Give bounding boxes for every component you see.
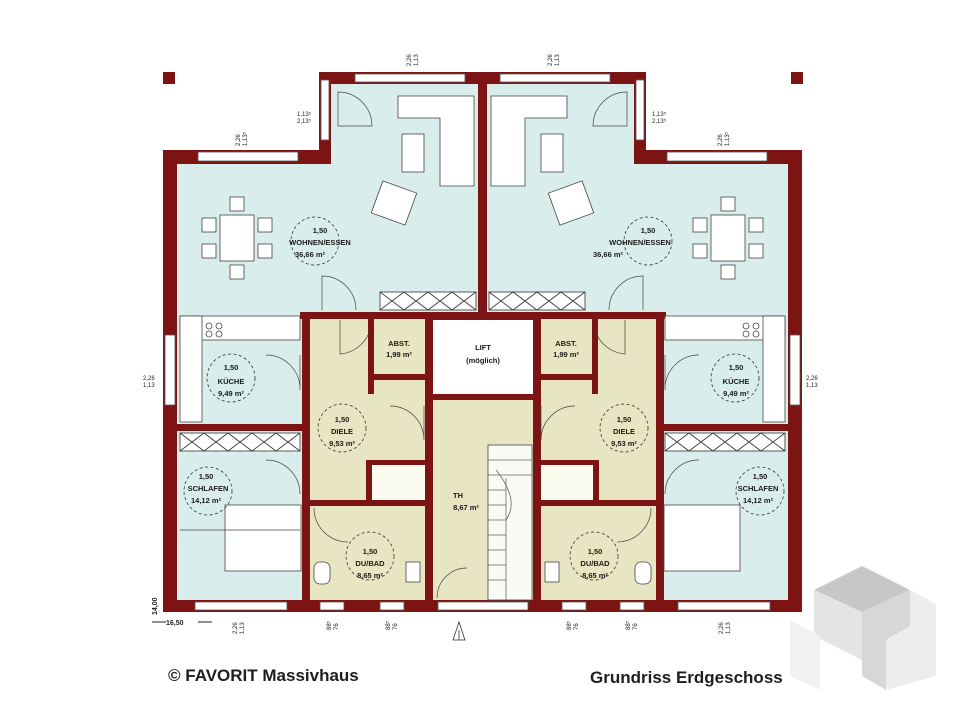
room-name-label: DU/BAD bbox=[580, 559, 610, 568]
height-markers bbox=[183, 216, 785, 581]
room-height-label: 1,50 bbox=[729, 363, 744, 372]
room-name-label: KÜCHE bbox=[723, 377, 750, 386]
dim-window-sill: 1,13 bbox=[806, 383, 818, 389]
room-name-label: SCHLAFEN bbox=[738, 484, 779, 493]
room-height-label: 1,50 bbox=[313, 226, 328, 235]
room-name-label: DIELE bbox=[331, 427, 353, 436]
room-name-label: WOHNEN/ESSEN bbox=[609, 238, 671, 247]
room-area-label: 36,66 m² bbox=[593, 250, 624, 259]
room-name-label: ABST. bbox=[555, 339, 577, 348]
dim-window-sill: 1,13 bbox=[414, 54, 420, 66]
lift-floor bbox=[433, 320, 533, 394]
room-area-label: 8,65 m² bbox=[582, 571, 608, 580]
dim-window-sill: 1,13⁵ bbox=[724, 131, 731, 146]
dim-window-head: 2,26 bbox=[806, 376, 818, 382]
room-area-label: 1,99 m² bbox=[553, 350, 579, 359]
left-niche-floor bbox=[372, 464, 428, 502]
right-niche-floor bbox=[538, 464, 594, 502]
dim-window-sill: 1,13 bbox=[240, 622, 246, 634]
room-height-label: 1,50 bbox=[335, 415, 350, 424]
dim-window-head: 2,26 bbox=[548, 54, 554, 66]
dim-total-depth: 14,00 bbox=[152, 597, 159, 615]
room-area-label: 9,53 m² bbox=[611, 439, 637, 448]
lift-note: (möglich) bbox=[466, 356, 500, 365]
dim-door-height: 88⁵ bbox=[385, 620, 392, 630]
room-height-label: 1,50 bbox=[363, 547, 378, 556]
room-area-label: 9,49 m² bbox=[218, 389, 244, 398]
cube-watermark-logo bbox=[790, 566, 936, 690]
room-name-label: KÜCHE bbox=[218, 377, 245, 386]
dim-door-width: 76 bbox=[574, 623, 580, 630]
wardrobes bbox=[179, 291, 786, 452]
room-area-label: 36,66 m² bbox=[295, 250, 326, 259]
dim-door-height: 88⁵ bbox=[326, 620, 333, 630]
copyright-caption: © FAVORIT Massivhaus bbox=[168, 666, 359, 685]
room-area-label: 14,12 m² bbox=[743, 496, 774, 505]
room-area-label: 9,53 m² bbox=[329, 439, 355, 448]
dim-window-head: 2,26 bbox=[719, 622, 725, 634]
room-height-label: 1,50 bbox=[617, 415, 632, 424]
dim-window-head: 2,13⁵ bbox=[297, 118, 312, 125]
room-area-label: 9,49 m² bbox=[723, 389, 749, 398]
room-name-label: DU/BAD bbox=[355, 559, 385, 568]
dim-total-width: 16,50 bbox=[166, 620, 184, 627]
room-area-label: 14,12 m² bbox=[191, 496, 222, 505]
room-name-label: TH bbox=[453, 491, 463, 500]
dim-window-sill: 1,13 bbox=[555, 54, 561, 66]
windows bbox=[164, 73, 801, 611]
dim-door-width: 76 bbox=[334, 623, 340, 630]
dim-window-head: 2,26 bbox=[236, 134, 242, 146]
room-area-label: 1,99 m² bbox=[386, 350, 412, 359]
room-name-label: SCHLAFEN bbox=[188, 484, 229, 493]
dim-window-head: 2,26 bbox=[407, 54, 413, 66]
room-height-label: 1,50 bbox=[753, 472, 768, 481]
room-name-label: ABST. bbox=[388, 339, 410, 348]
dim-window-sill: 1,13⁵ bbox=[652, 111, 667, 118]
room-area-label: 8,65 m² bbox=[357, 571, 383, 580]
lift-label: LIFT bbox=[475, 343, 491, 352]
dim-window-head: 2,26 bbox=[143, 376, 155, 382]
dim-door-height: 88⁵ bbox=[566, 620, 573, 630]
dim-window-head: 2,26 bbox=[233, 622, 239, 634]
entrance-arrow-icon bbox=[452, 620, 466, 641]
dim-window-sill: 1,13⁵ bbox=[297, 111, 312, 118]
furniture bbox=[179, 95, 786, 601]
room-height-label: 1,50 bbox=[641, 226, 656, 235]
door-swings bbox=[180, 91, 700, 599]
room-labels: 1,50 WOHNEN/ESSEN 36,66 m² 1,50 WOHNEN/E… bbox=[188, 226, 779, 580]
dim-window-head: 2,13⁵ bbox=[652, 118, 667, 125]
dimension-notes: 2,26 1,13 2,26 1,13 2,26 1,13⁵ 2,26 1,13… bbox=[143, 54, 818, 634]
room-area-label: 8,67 m² bbox=[453, 503, 479, 512]
dim-window-sill: 1,13 bbox=[726, 622, 732, 634]
plan-title: Grundriss Erdgeschoss bbox=[590, 668, 783, 687]
room-name-label: DIELE bbox=[613, 427, 635, 436]
room-height-label: 1,50 bbox=[199, 472, 214, 481]
dim-door-height: 88⁵ bbox=[625, 620, 632, 630]
dim-door-width: 76 bbox=[633, 623, 639, 630]
room-name-label: WOHNEN/ESSEN bbox=[289, 238, 351, 247]
dim-window-sill: 1,13 bbox=[143, 383, 155, 389]
dim-window-sill: 1,13⁵ bbox=[242, 131, 249, 146]
room-height-label: 1,50 bbox=[588, 547, 603, 556]
dim-door-width: 76 bbox=[393, 623, 399, 630]
room-height-label: 1,50 bbox=[224, 363, 239, 372]
dim-window-head: 2,26 bbox=[718, 134, 724, 146]
